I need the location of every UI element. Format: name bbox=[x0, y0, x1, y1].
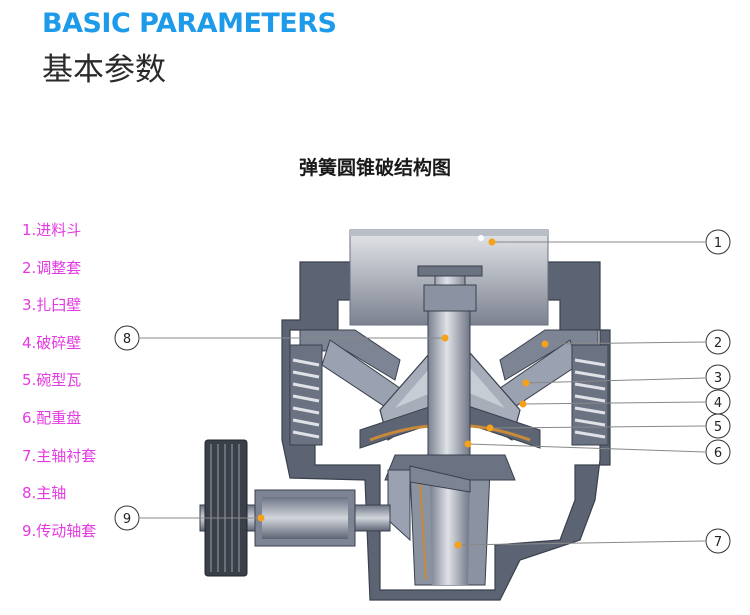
eccentric-bushing bbox=[409, 469, 491, 586]
spring-assembly-left bbox=[289, 344, 323, 446]
svg-text:1: 1 bbox=[714, 236, 722, 251]
parts-legend: 1.进料斗 2.调整套 3.扎臼壁 4.破碎壁 5.碗型瓦 6.配重盘 7.主轴… bbox=[22, 216, 96, 554]
legend-item-4: 4.破碎壁 bbox=[22, 333, 82, 352]
header-title-en: BASIC PARAMETERS bbox=[42, 8, 337, 39]
hopper-highlight bbox=[478, 235, 484, 241]
svg-text:3: 3 bbox=[714, 371, 722, 386]
svg-text:7: 7 bbox=[714, 535, 722, 550]
callout-7: 7 bbox=[705, 528, 731, 554]
svg-text:9: 9 bbox=[123, 512, 131, 527]
callout-5: 5 bbox=[705, 413, 731, 439]
drive-shaft bbox=[199, 489, 391, 547]
legend-item-1: 1.进料斗 bbox=[22, 221, 82, 239]
diagram-title: 弹簧圆锥破结构图 bbox=[298, 157, 451, 179]
legend-item-3: 3.扎臼壁 bbox=[22, 296, 82, 315]
legend-item-6: 6.配重盘 bbox=[22, 408, 82, 427]
legend-item-2: 2.调整套 bbox=[22, 258, 82, 277]
legend-item-8: 8.主轴 bbox=[22, 484, 67, 503]
callout-3: 3 bbox=[705, 364, 731, 390]
callout-6: 6 bbox=[705, 439, 731, 465]
leader-lines bbox=[140, 241, 706, 546]
svg-text:8: 8 bbox=[123, 332, 131, 347]
legend-item-5: 5.碗型瓦 bbox=[22, 371, 82, 390]
callout-1: 1 bbox=[705, 229, 731, 255]
legend-item-9: 9.传动轴套 bbox=[22, 521, 97, 540]
callout-8: 8 bbox=[114, 325, 140, 351]
svg-text:4: 4 bbox=[714, 396, 722, 411]
header-title-cn: 基本参数 bbox=[42, 52, 166, 88]
bevel-gear bbox=[387, 465, 471, 542]
legend-item-7: 7.主轴衬套 bbox=[22, 446, 97, 465]
spring-assembly-right bbox=[571, 344, 609, 446]
svg-text:2: 2 bbox=[714, 336, 722, 351]
callout-9: 9 bbox=[114, 505, 140, 531]
callout-4: 4 bbox=[705, 389, 731, 415]
part-markers bbox=[257, 238, 549, 549]
svg-text:5: 5 bbox=[714, 420, 722, 435]
drive-pulley bbox=[204, 439, 248, 577]
svg-text:6: 6 bbox=[714, 446, 722, 461]
callout-2: 2 bbox=[705, 329, 731, 355]
